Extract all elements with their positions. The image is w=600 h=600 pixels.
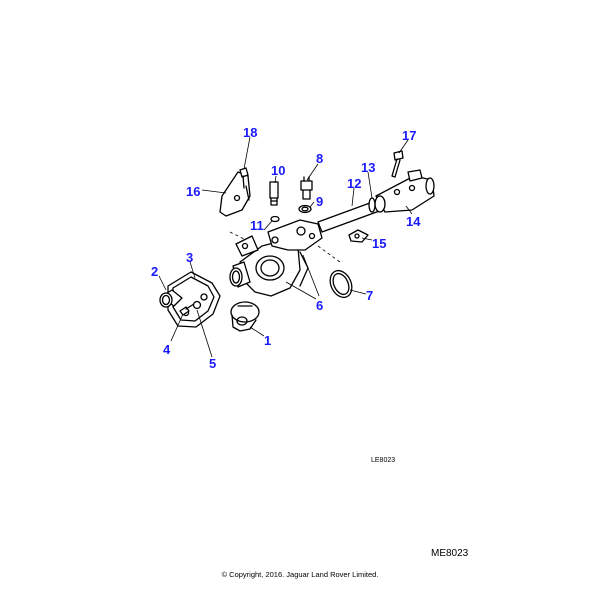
callout-11: 11 [250, 218, 264, 233]
callout-14: 14 [406, 214, 421, 229]
sensor-washer [298, 204, 312, 214]
flange-gasket [348, 229, 369, 243]
seal-ring [329, 269, 353, 299]
callout-2: 2 [151, 264, 159, 279]
callout-4: 4 [163, 342, 171, 357]
callout-13: 13 [361, 160, 376, 175]
callout-17: 17 [402, 128, 417, 143]
leader-lines [158, 136, 413, 358]
part-code: ME8023 [431, 548, 469, 559]
callout-5: 5 [209, 356, 217, 371]
cover-outlet-spigot [159, 289, 183, 308]
bypass-housing [374, 169, 435, 213]
callout-15: 15 [372, 236, 387, 251]
callout-16: 16 [186, 184, 201, 199]
callout-1: 1 [264, 333, 272, 348]
thermostat-housing [229, 219, 323, 297]
copyright-notice: © Copyright, 2016. Jaguar Land Rover Lim… [221, 570, 379, 579]
thermostat [230, 301, 260, 332]
pipe-o-ring [368, 197, 376, 213]
callout-8: 8 [316, 151, 324, 166]
illustration-code: LE8023 [371, 457, 396, 464]
callout-18: 18 [243, 125, 258, 140]
cover-bolt [179, 303, 195, 316]
callout-10: 10 [271, 163, 286, 178]
callout-6: 6 [316, 298, 324, 313]
mounting-bracket [219, 171, 251, 217]
temperature-sensor [269, 181, 279, 206]
callout-12: 12 [347, 176, 362, 191]
housing-washer [270, 215, 280, 223]
cover-stud [192, 300, 202, 310]
callout-7: 7 [366, 288, 374, 303]
temperature-switch [300, 176, 313, 200]
callout-9: 9 [316, 194, 324, 209]
callout-3: 3 [186, 250, 194, 265]
bypass-bolt [391, 150, 404, 178]
